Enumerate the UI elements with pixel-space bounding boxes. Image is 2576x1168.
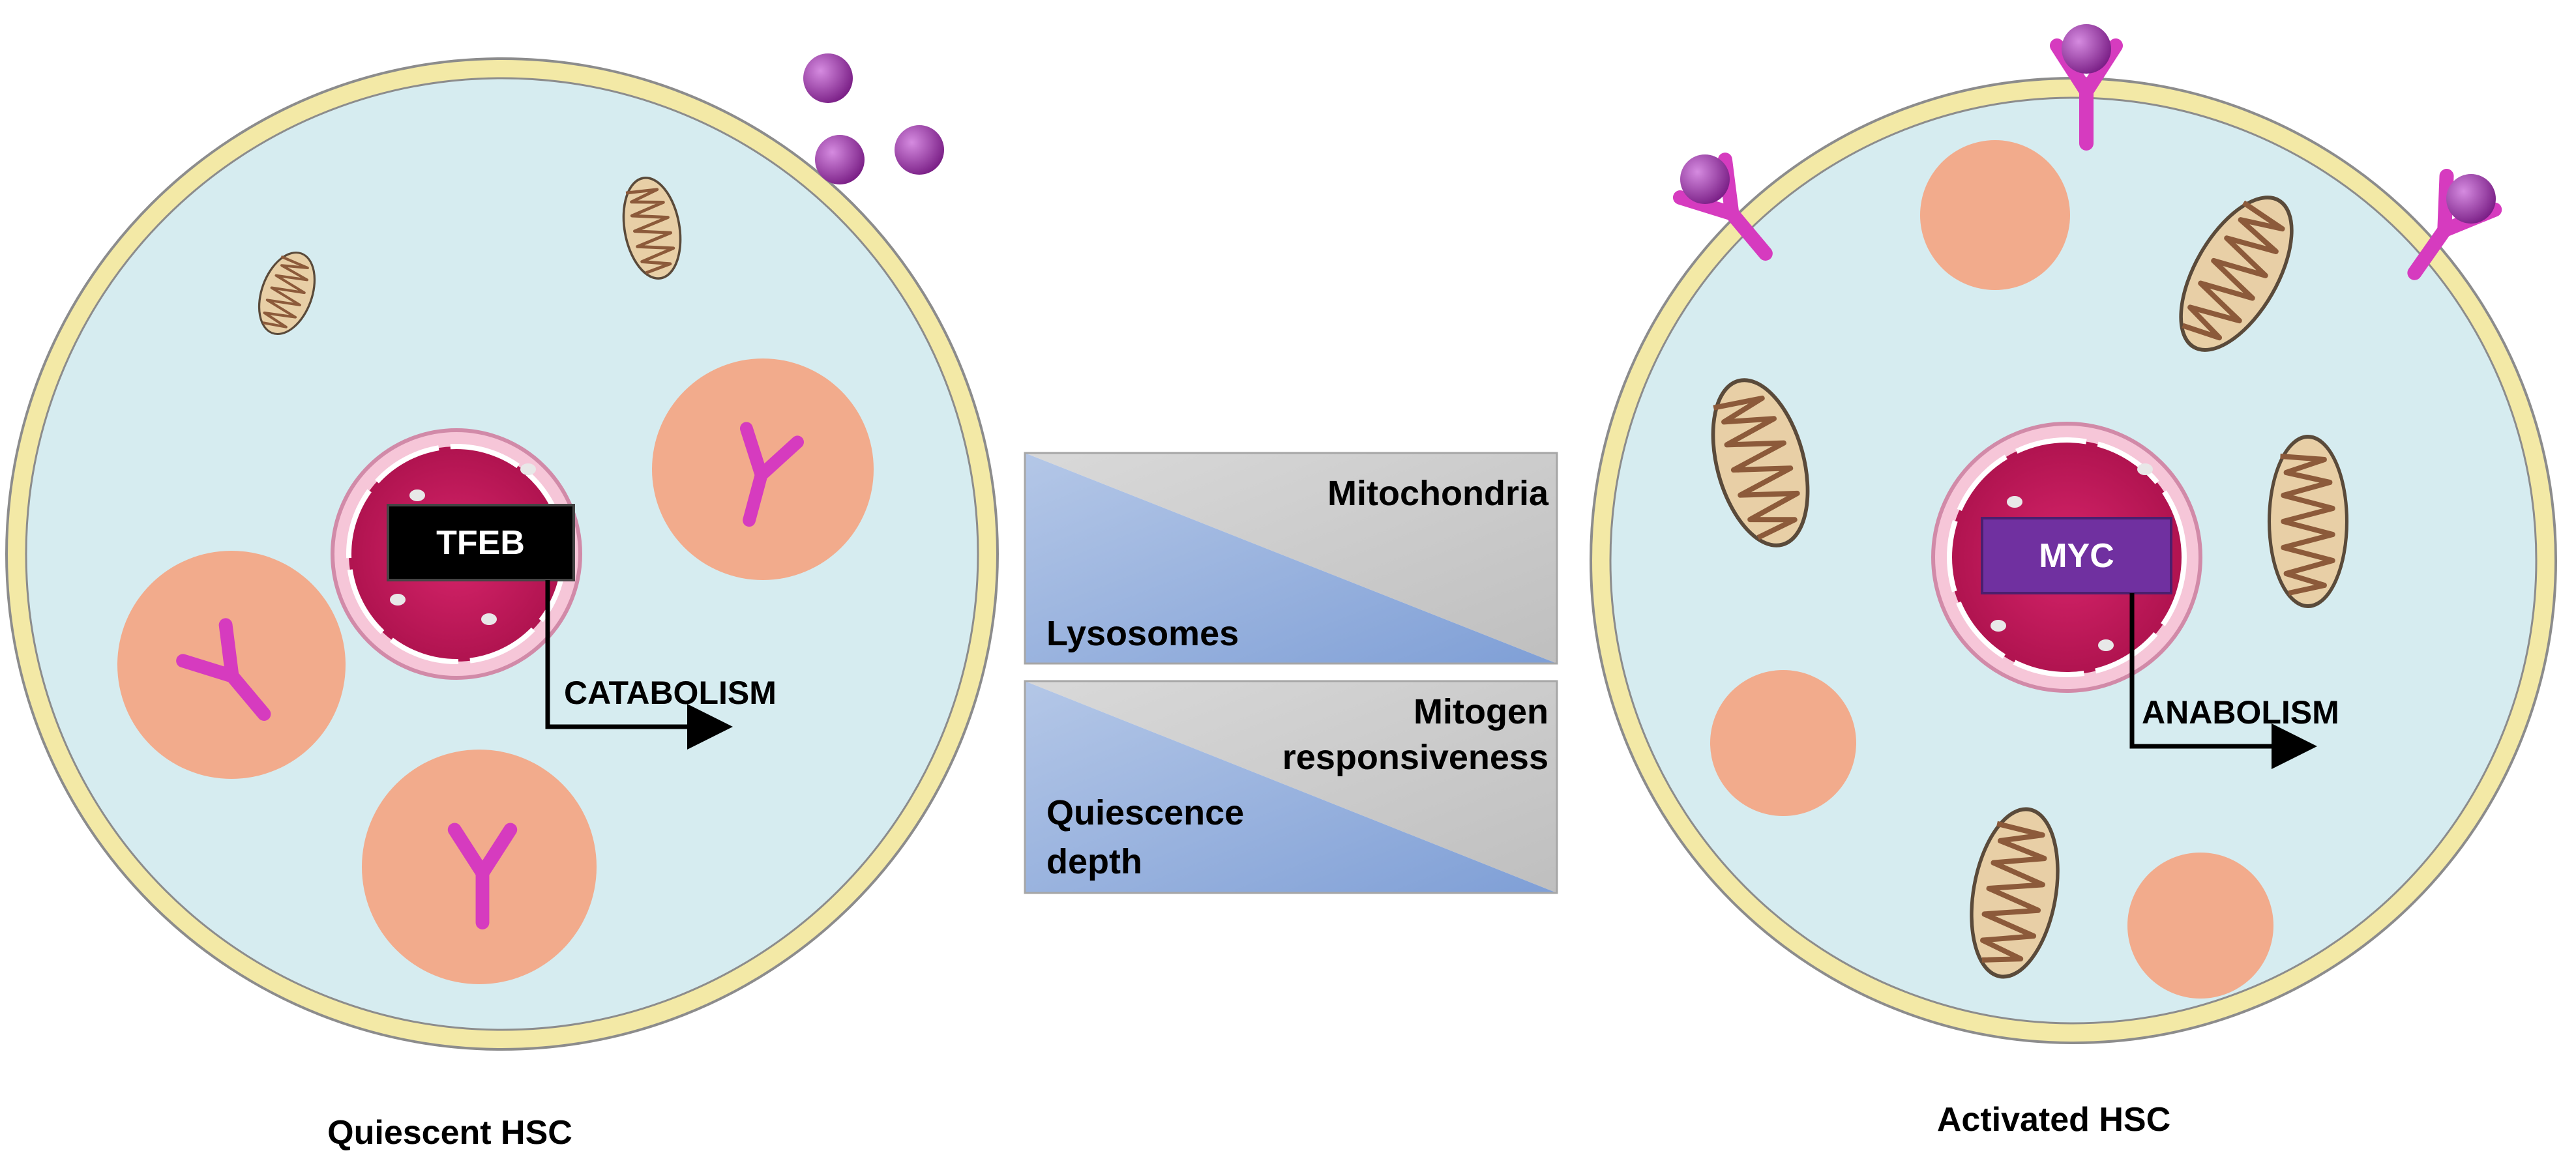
- mitogen: [815, 135, 865, 184]
- lysosome: [1710, 670, 1856, 816]
- mitogen: [803, 53, 853, 103]
- myc-label: MYC: [2039, 537, 2114, 575]
- lysosome: [117, 551, 346, 779]
- myc-box: MYC: [1981, 517, 2172, 594]
- lysosome: [2127, 853, 2273, 999]
- lysosomes-label: Lysosomes: [1046, 614, 1239, 653]
- tfeb-label: TFEB: [436, 524, 525, 562]
- anabolism-label: ANABOLISM: [2142, 694, 2339, 731]
- depth-label: depth: [1046, 842, 1142, 881]
- bound-receptor: [2391, 174, 2496, 290]
- lysosome: [652, 358, 874, 580]
- bound-receptor: [1680, 154, 1788, 272]
- catabolism-label: CATABOLISM: [564, 675, 777, 711]
- quiescence-label: Quiescence: [1046, 793, 1244, 832]
- quiescent-hsc-label: Quiescent HSC: [327, 1114, 572, 1152]
- bound-receptor: [2057, 24, 2116, 143]
- mitogen: [895, 125, 944, 175]
- mitochondria-lysosomes-gradient: Mitochondria Lysosomes: [1024, 452, 1558, 665]
- lysosome: [362, 750, 597, 984]
- mitochondrion: [2270, 437, 2347, 606]
- mitogen-quiescence-gradient: Mitogen responsiveness Quiescence depth: [1024, 680, 1558, 894]
- anabolism-arrow: [2129, 593, 2317, 769]
- lysosome: [1920, 140, 2070, 290]
- mitochondria-label: Mitochondria: [1327, 474, 1549, 513]
- responsiveness-label: responsiveness: [1282, 738, 1548, 777]
- tfeb-box: TFEB: [387, 504, 575, 581]
- activated-hsc-label: Activated HSC: [1937, 1101, 2170, 1139]
- activated-hsc-cell: MYC ANABOLISM Activated HSC: [1590, 24, 2557, 1139]
- mitogen-label: Mitogen: [1414, 692, 1548, 731]
- quiescent-hsc-cell: TFEB CATABOLISM Quiescent HSC: [5, 53, 999, 1152]
- catabolism-arrow: [545, 580, 733, 750]
